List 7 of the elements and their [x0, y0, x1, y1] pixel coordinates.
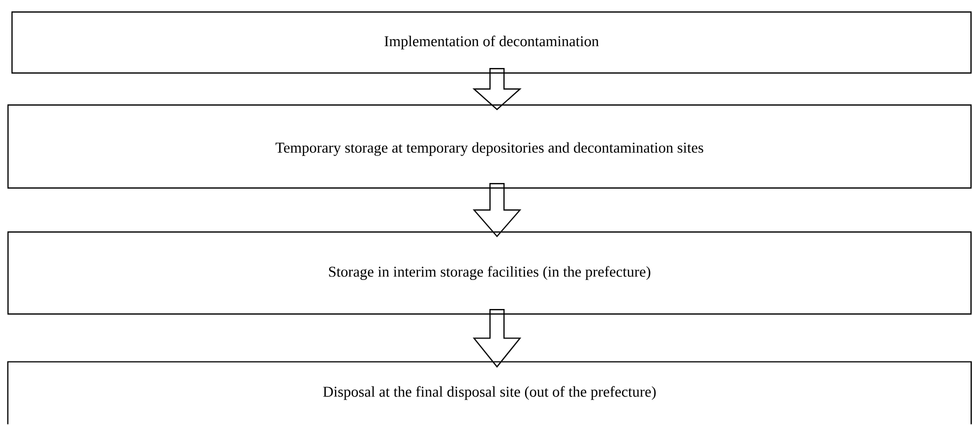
process-box: Temporary storage at temporary depositories and decontamination sites — [7, 104, 972, 189]
arrow — [472, 68, 522, 110]
process-box: Disposal at the final disposal site (out of the prefecture) — [7, 361, 972, 424]
process-box: Storage in interim storage facilities (in the prefecture) — [7, 231, 972, 315]
arrow — [472, 308, 522, 368]
process-box: Implementation of decontamination — [11, 11, 972, 74]
arrow — [472, 183, 522, 238]
